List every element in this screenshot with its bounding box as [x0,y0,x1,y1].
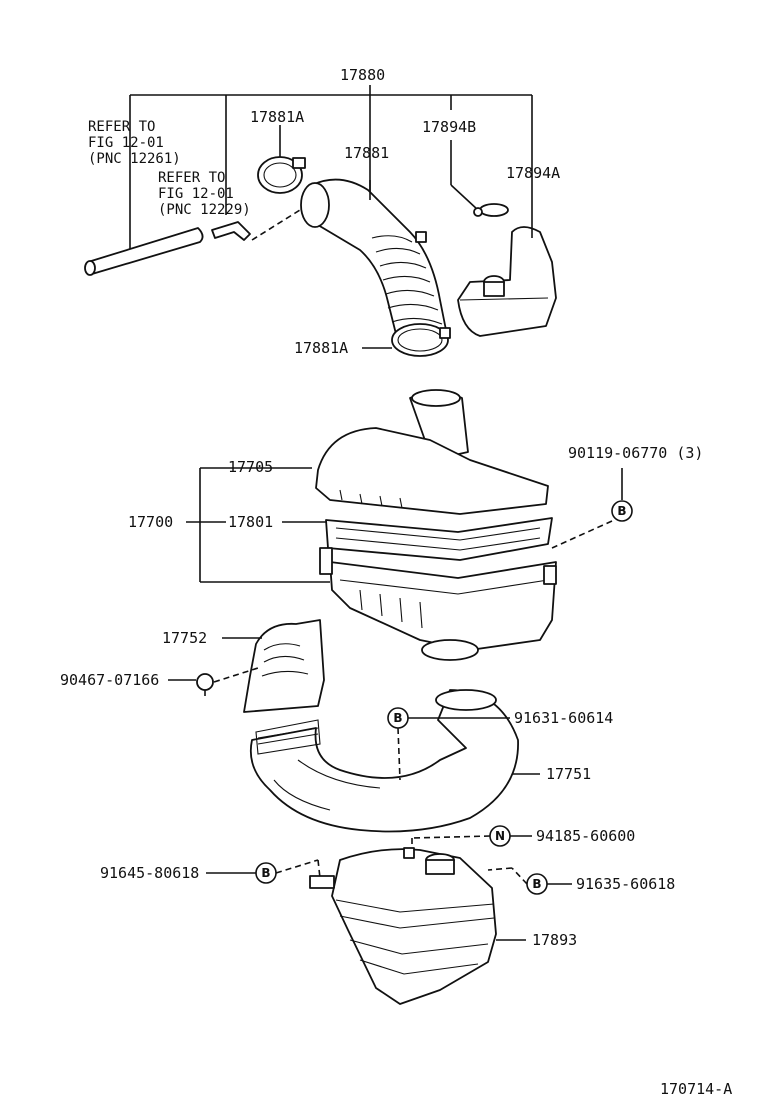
bracket-17700 [186,467,330,583]
label-refer2-line2: FIG 12-01 [158,186,234,202]
clip-90467 [168,667,259,696]
label-90467: 90467-07166 [60,671,159,689]
bracket-17880 [129,85,533,252]
label-91645: 91645-80618 [100,864,199,882]
intake-hose-17881 [300,178,451,357]
label-91635: 91635-60618 [576,875,675,893]
label-17881a-top: 17881A [250,108,304,126]
marker-b-91631: B [393,711,402,725]
label-90119: 90119-06770 (3) [568,444,703,462]
marker-b-91645: B [261,866,270,880]
label-17894b: 17894B [422,118,476,136]
elbow-12229 [211,209,301,241]
clamp-17881a-top [257,125,306,194]
marker-b-90119: B [617,504,626,518]
duct-17752 [222,619,325,713]
label-refer2-line3: (PNC 12229) [158,202,251,218]
clamp-17894b [450,140,509,217]
label-17752: 17752 [162,629,207,647]
label-94185: 94185-60600 [536,827,635,845]
marker-n-94185: N [495,829,505,843]
label-17751: 17751 [546,765,591,783]
resonator-17894a [457,226,557,337]
resonator-17893 [309,847,526,1005]
label-refer1-line1: REFER TO [88,119,155,135]
label-refer1-line2: FIG 12-01 [88,135,164,151]
label-17880: 17880 [340,66,385,84]
marker-b-91635: B [532,877,541,891]
label-17801: 17801 [228,513,273,531]
label-91631: 91631-60614 [514,709,613,727]
label-17893: 17893 [532,931,577,949]
duct-17751 [249,689,540,833]
label-refer1-line3: (PNC 12261) [88,151,181,167]
figure-id: 170714-A [660,1080,732,1098]
label-17881a-bottom: 17881A [294,339,348,357]
hose-12261 [84,227,204,276]
air-cleaner-17700 [315,389,557,661]
label-refer2-line1: REFER TO [158,170,225,186]
label-17881: 17881 [344,144,389,162]
label-17700: 17700 [128,513,173,531]
label-17705: 17705 [228,458,273,476]
label-17894a: 17894A [506,164,560,182]
